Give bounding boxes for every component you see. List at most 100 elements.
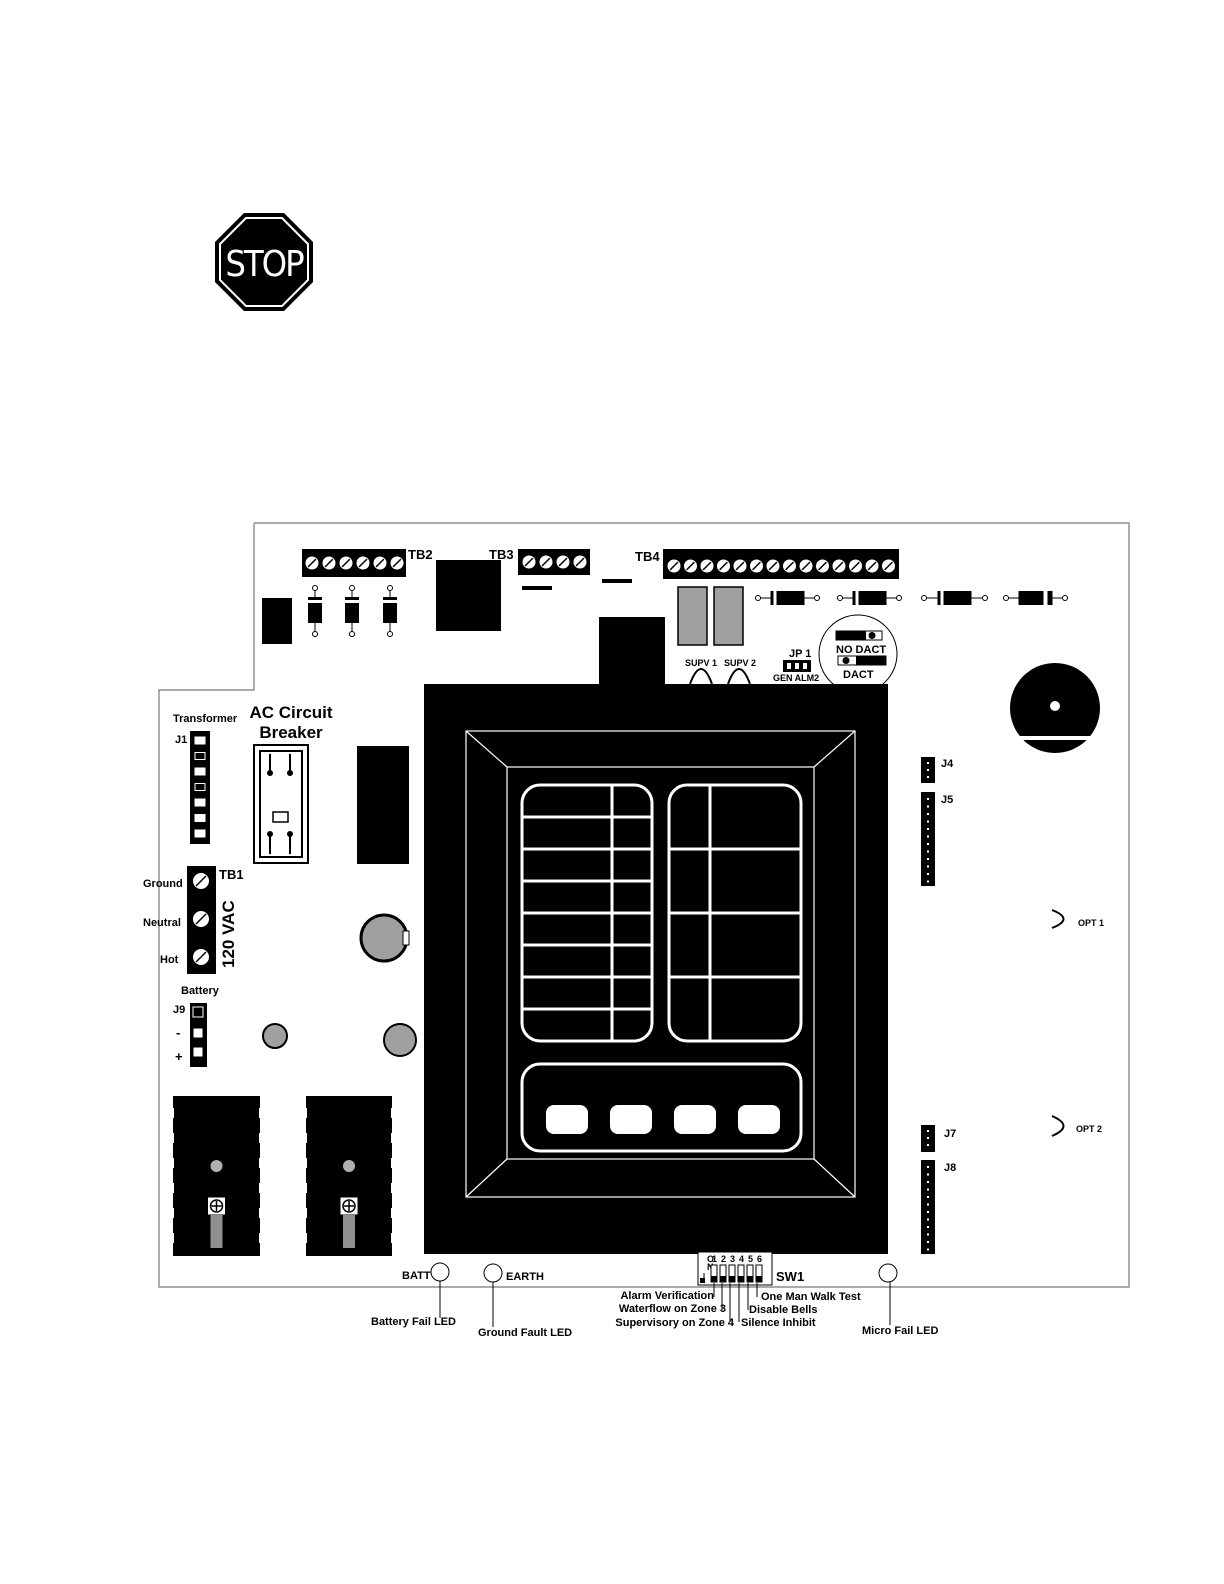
connector-pin <box>927 1248 929 1251</box>
capacitor <box>359 913 410 963</box>
terminal-screw-slot <box>358 558 368 568</box>
connector-pin <box>927 762 929 764</box>
connector-pin <box>927 843 929 845</box>
j9-label: J9 <box>173 1004 185 1016</box>
connector-pin <box>927 1181 929 1183</box>
dact-selector[interactable]: NO DACT DACT <box>818 614 898 694</box>
tb4-terminal-strip: TB4 <box>635 549 899 579</box>
diode-body <box>770 591 805 605</box>
transformer-label: Transformer <box>173 713 238 725</box>
j8-label: J8 <box>944 1162 956 1174</box>
dip-position-number: 1 <box>712 1254 717 1264</box>
connector-pin <box>927 835 929 838</box>
diode-pad <box>1062 595 1068 601</box>
dip-position-number: 4 <box>739 1254 744 1264</box>
tb3-label: TB3 <box>489 547 514 562</box>
connector-pin <box>927 1166 929 1168</box>
connector-pin <box>927 1137 929 1139</box>
ground-fault-led-label: Ground Fault LED <box>478 1327 572 1339</box>
j1-label: J1 <box>175 734 187 746</box>
zone-led-grid-right <box>667 783 803 1043</box>
diode-pad <box>387 631 393 637</box>
tb2-label: TB2 <box>408 547 433 562</box>
diode-body <box>937 591 972 605</box>
terminal-screw-slot <box>686 561 695 571</box>
j1-transformer-connector[interactable]: Transformer J1 <box>173 713 238 844</box>
keypad-button[interactable] <box>610 1105 652 1134</box>
jp1-jumper[interactable]: JP 1 GEN ALM2 <box>773 648 819 683</box>
tb1-terminal-block[interactable]: TB1 Ground Neutral Hot 120 VAC <box>143 866 244 974</box>
board-outline <box>158 522 1130 1288</box>
diode-body <box>383 597 397 623</box>
hot-label: Hot <box>160 954 179 966</box>
opt1-label: OPT 1 <box>1078 918 1104 928</box>
terminal-screw-slot <box>785 561 794 571</box>
relay <box>677 586 708 646</box>
keypad-button[interactable] <box>546 1105 588 1134</box>
diode-pad <box>1003 595 1009 601</box>
connector-pin <box>927 880 929 883</box>
terminal-screw-slot <box>702 561 712 571</box>
dact-label: DACT <box>843 669 874 681</box>
supv2-label: SUPV 2 <box>724 658 756 668</box>
diode-body <box>852 591 887 605</box>
dip-switch-lever <box>720 1276 726 1282</box>
sw1-label: SW1 <box>776 1269 804 1284</box>
tb1-label: TB1 <box>219 867 244 882</box>
dip-switch-lever <box>738 1276 744 1282</box>
diode-pad <box>349 585 355 591</box>
battery-fail-led: BATT Battery Fail LED <box>371 1262 456 1328</box>
terminal-screw-slot <box>307 558 317 568</box>
terminal-screw-slot <box>768 561 778 571</box>
keypad-button[interactable] <box>674 1105 716 1134</box>
diode-band <box>345 600 359 603</box>
connector-pin <box>927 828 929 830</box>
battery-fail-led-label: Battery Fail LED <box>371 1316 456 1328</box>
connector-pin <box>927 865 929 868</box>
supervisory-zone4-label: Supervisory on Zone 4 <box>615 1317 734 1329</box>
j7-connector[interactable]: J7 <box>921 1125 956 1152</box>
connector-pin <box>194 736 206 745</box>
j4-label: J4 <box>941 758 954 770</box>
jp1-label: JP 1 <box>789 648 811 660</box>
terminal-screw-slot <box>867 561 877 571</box>
capacitor <box>383 1023 417 1057</box>
component-block <box>599 617 665 685</box>
j9-battery-connector[interactable]: Battery J9 - + <box>173 985 220 1067</box>
terminal-screw-slot <box>324 558 334 568</box>
zone-led-grid-left <box>520 783 654 1043</box>
micro-fail-led-label: Micro Fail LED <box>862 1325 938 1337</box>
connector-pin <box>927 776 929 778</box>
terminal-screw-slot <box>195 875 207 887</box>
diode-pad <box>349 631 355 637</box>
diode-pad <box>837 595 843 601</box>
opt2-marking: OPT 2 <box>1051 1115 1102 1137</box>
alarm-verification-label: Alarm Verification <box>620 1290 714 1302</box>
connector-pin <box>927 805 929 808</box>
connector-pin <box>927 1130 929 1132</box>
diode-band <box>383 600 397 603</box>
tb4-label: TB4 <box>635 549 660 564</box>
keypad-button[interactable] <box>738 1105 780 1134</box>
connector-pin <box>927 820 929 823</box>
connector-pin <box>927 1226 929 1228</box>
j5-connector[interactable]: J5 <box>921 792 953 886</box>
connector-pin <box>927 1144 929 1146</box>
connector-pin <box>927 1233 929 1236</box>
dip-switch-lever <box>729 1276 735 1282</box>
breaker-label-line2: Breaker <box>259 723 323 742</box>
silence-inhibit-label: Silence Inhibit <box>741 1317 816 1329</box>
diode-pad <box>312 631 318 637</box>
diode-pad <box>814 595 820 601</box>
connector-pin <box>927 1211 929 1213</box>
diode-pad <box>896 595 902 601</box>
connector-pin <box>194 767 206 776</box>
buzzer <box>1010 663 1100 753</box>
diode-pad <box>755 595 761 601</box>
j8-connector[interactable]: J8 <box>921 1160 956 1254</box>
opt2-label: OPT 2 <box>1076 1124 1102 1134</box>
j4-connector[interactable]: J4 <box>921 757 954 783</box>
